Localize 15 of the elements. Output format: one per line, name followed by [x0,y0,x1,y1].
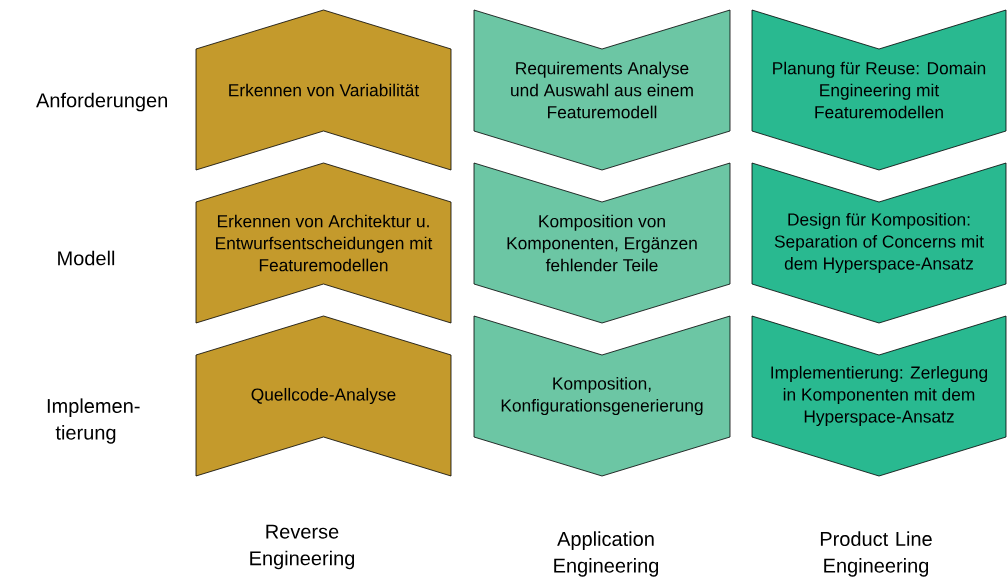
chevron-box: Design für Komposition: Separation of Concerns mit dem Hyperspace-Ansatz [751,162,1007,324]
chevron-box: Komposition von Komponenten, Ergänzen fehlender Teile [473,162,731,324]
chevron-box: Erkennen von Variabilität [195,9,452,171]
row-label: Implemen- tierung [47,398,140,444]
chevron-box: Implementierung: Zerlegung in Komponenten mit dem Hyperspace-Ansatz [751,315,1007,477]
column-label: Product Line Engineering [820,531,932,577]
chevron-box: Erkennen von Architektur u. Entwurfsentscheidungen mit Featuremodellen [195,162,452,324]
chevron-box: Quellcode-Analyse [195,315,452,477]
row-label: Modell [58,250,115,266]
chevron-box: Planung für Reuse: Domain Engineering mit Featuremodellen [751,9,1007,171]
chevron-box: Requirements Analyse und Auswahl aus einem Featuremodell [473,9,731,171]
column-label: Application Engineering [554,531,659,577]
row-label: Anforderungen [36,92,167,112]
chevron-box: Komposition, Konfigurationsgenerierung [473,315,731,477]
column-label: Reverse Engineering [250,524,355,570]
